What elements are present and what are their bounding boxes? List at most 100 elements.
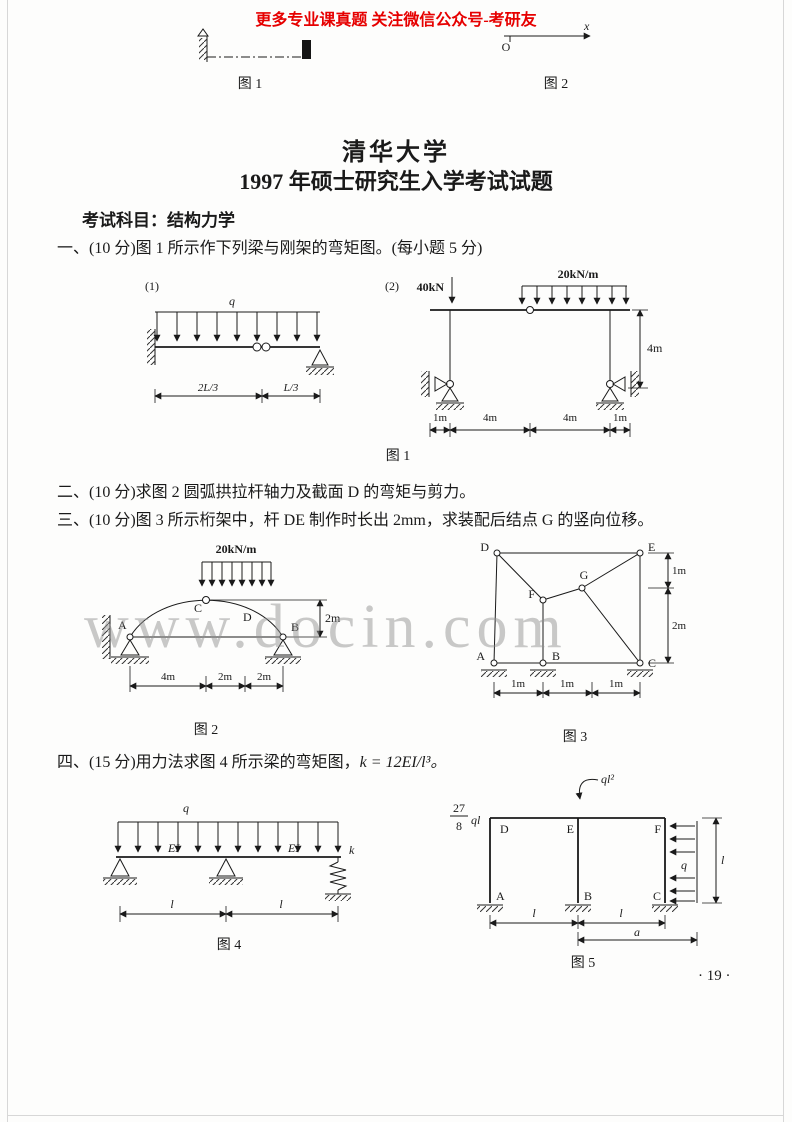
fig5-caption: 图 5 [571, 956, 596, 971]
truss-supports [481, 669, 653, 677]
page-number: · 19 · [698, 968, 731, 984]
dist-load-label: 20kN/m [216, 542, 257, 556]
top-figure-fragments: 图 1 x O 图 2 [197, 19, 591, 92]
watermark: www.docin.com [84, 593, 568, 661]
fragment-fig2: x O 图 2 [502, 19, 591, 92]
node-A-label: A [118, 618, 127, 632]
node-B-label: B [584, 889, 592, 903]
moment-load: ql² [575, 772, 614, 800]
node-B-label: B [552, 649, 560, 663]
crown-hinge [202, 596, 210, 604]
fig1-sub1: (1) q [145, 279, 334, 403]
frame-span-dimensions: l l [489, 906, 666, 929]
left-side-roller [421, 371, 448, 397]
spring-support: k [325, 843, 355, 901]
dim-label: l [619, 906, 623, 920]
figure-1: (1) q [145, 267, 663, 464]
side-load-label: q [681, 858, 687, 872]
university-title: 清华大学 [342, 140, 450, 166]
sub1-index: (1) [145, 279, 159, 293]
origin-label: O [502, 40, 511, 54]
question-1: 一、(10 分)图 1 所示作下列梁与刚架的弯矩图。(每小题 5 分) [57, 240, 483, 257]
left-pin-support [103, 857, 137, 885]
node-D-label: D [243, 610, 252, 624]
dim-label: 1m [560, 678, 575, 690]
node-G-label: G [580, 568, 589, 582]
scan-edge-right [783, 0, 784, 1122]
roller-support [306, 348, 334, 375]
hinge-link [252, 342, 271, 352]
beam-hinge [526, 306, 534, 314]
fixed-support [147, 329, 156, 365]
question-4-formula: k = 12EI/l³。 [359, 754, 447, 771]
arch-distributed-load: 20kN/m [198, 542, 275, 587]
dim-label: 1m [433, 412, 448, 424]
question-4: 四、(15 分)用力法求图 4 所示梁的弯矩图，k = 12EI/l³。 [57, 748, 777, 772]
dim-label: 1m [613, 412, 628, 424]
side-distributed-load: q [669, 821, 698, 905]
spring-label: k [349, 843, 355, 857]
dim-label: 2m [257, 671, 272, 683]
support-B [265, 639, 301, 664]
scan-edge-left [7, 0, 8, 1122]
node-A-label: A [476, 649, 485, 663]
dim-label: l [170, 897, 174, 911]
beam-distributed-load: q [114, 801, 342, 853]
arch-bottom-dimensions: 4m 2m 2m [129, 666, 284, 692]
dim-label: 1m [511, 678, 526, 690]
fragment-fig1: 图 1 [197, 28, 311, 92]
fig2-caption: 图 2 [194, 723, 219, 738]
node-E-label: E [567, 822, 574, 836]
dim-label: 4m [161, 671, 176, 683]
truss-bottom-dimensions: 1m 1m 1m [493, 678, 641, 698]
dim-label: L/3 [283, 382, 299, 394]
figure-3: D E F G A B C 1m 2m [476, 540, 687, 745]
ei-right-label: EI [287, 841, 300, 855]
question-2: 二、(10 分)求图 2 圆弧拱拉杆轴力及截面 D 的弯矩与剪力。 [57, 484, 476, 501]
dim-label: l [279, 897, 283, 911]
support-A [102, 615, 149, 664]
node-C-label: C [194, 601, 202, 615]
point-load-40kN: 40kN [417, 277, 456, 304]
fig4-caption: 图 4 [217, 938, 242, 953]
force-symbol: ql [471, 813, 481, 827]
dim-label: 2m [218, 671, 233, 683]
middle-roller-support [209, 857, 243, 885]
dim-label: 1m [672, 565, 687, 577]
exam-title: 1997 年硕士研究生入学考试试题 [239, 169, 553, 194]
rise-dimension: 2m [210, 599, 341, 638]
node-C-label: C [653, 889, 661, 903]
right-side-roller [612, 371, 639, 397]
frame-height-dimension: l [702, 817, 725, 904]
moment-label: ql² [601, 772, 614, 786]
dim-label: 2L/3 [198, 382, 219, 394]
truss-members [493, 552, 641, 664]
point-load-label: 40kN [417, 280, 445, 294]
right-base-support [596, 380, 624, 410]
height-dimension: 4m [628, 309, 663, 389]
truss-right-dimensions: 1m 2m [648, 552, 687, 664]
dim-label: 4m [483, 412, 498, 424]
fig3-caption: 图 3 [563, 730, 588, 745]
sub1-dimensions: 2L/3 L/3 [154, 382, 321, 403]
dim-label: a [634, 925, 640, 939]
dim-label: l [532, 906, 536, 920]
figure-5: 27 8 ql ql² D E F A B C q [450, 772, 725, 971]
dim-label: 2m [325, 611, 341, 625]
dim-label: l [721, 853, 725, 867]
node-B-label: B [291, 620, 299, 634]
fragment-fig2-caption: 图 2 [544, 77, 569, 92]
truss-nodes [490, 549, 644, 667]
sub2-distributed-load: 20kN/m [518, 267, 630, 305]
figure-2: 20kN/m A B C D [102, 542, 341, 738]
sub2-bottom-dimensions: 1m 4m 4m 1m [429, 412, 631, 437]
scan-edge-bottom [7, 1115, 784, 1116]
fixed-supports [477, 904, 678, 912]
beam-dimensions: l l [119, 897, 339, 922]
fragment-fig1-caption: 图 1 [238, 77, 263, 92]
sub2-index: (2) [385, 279, 399, 293]
horizontal-force: 27 8 ql [450, 801, 481, 833]
dim-label: 4m [563, 412, 578, 424]
left-base-support [436, 380, 464, 410]
